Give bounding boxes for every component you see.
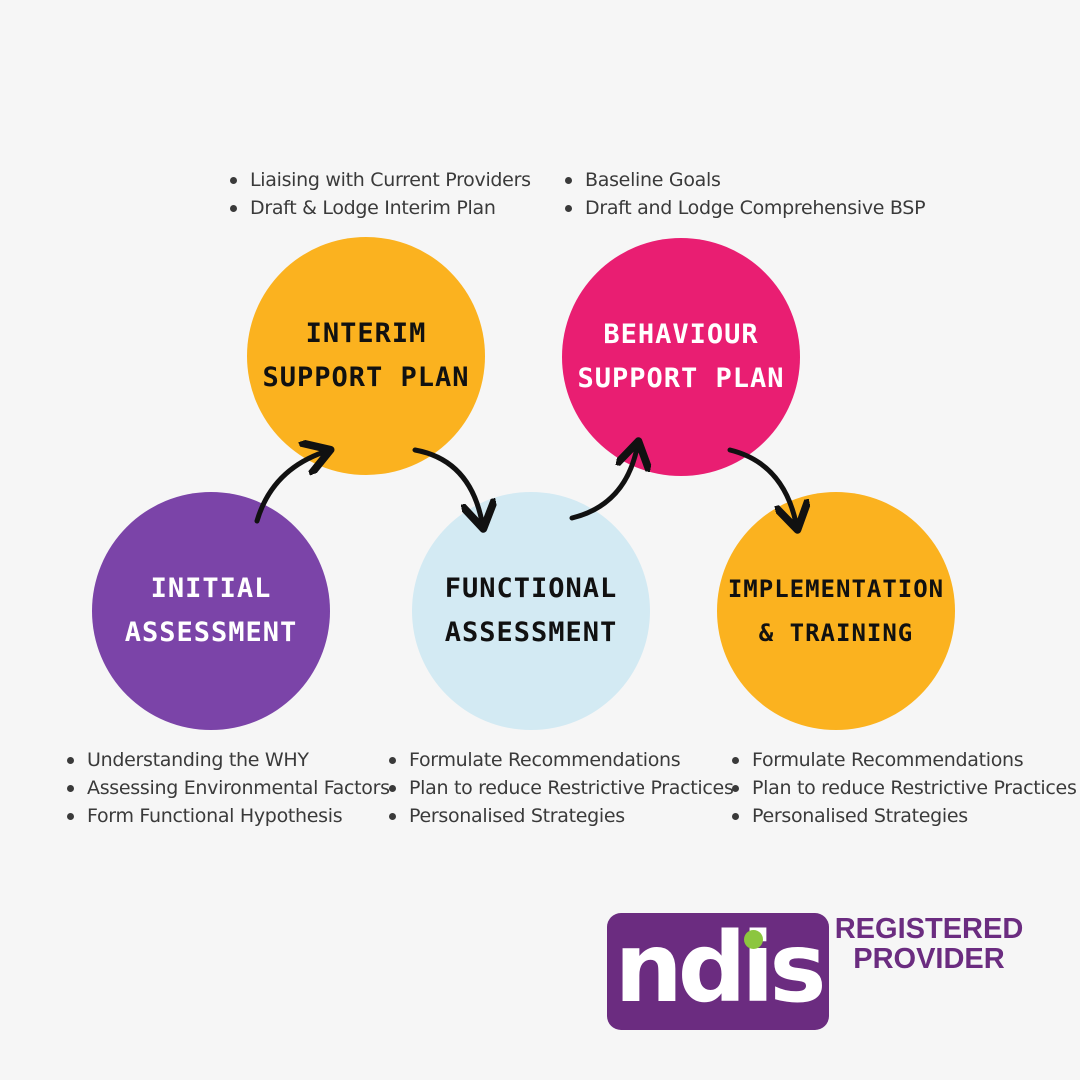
bullet-item: Plan to reduce Restrictive Practices <box>730 774 1077 802</box>
functional-bullets: Formulate Recommendations Plan to reduce… <box>387 746 734 830</box>
registered-provider-label: REGISTERED PROVIDER <box>829 914 1029 974</box>
implementation-training-circle: IMPLEMENTATION & TRAINING <box>717 492 955 730</box>
provider-text: PROVIDER <box>853 943 1005 975</box>
circle-title-line: INITIAL <box>150 573 272 604</box>
interim-support-plan-circle: INTERIM SUPPORT PLAN <box>247 237 485 475</box>
ndis-logo: ndis <box>607 911 829 1030</box>
arrow-interim-to-functional <box>412 447 482 522</box>
bullet-item: Baseline Goals <box>563 166 925 194</box>
circle-title-line: & TRAINING <box>758 619 914 647</box>
registered-text: REGISTERED <box>834 913 1024 945</box>
functional-assessment-circle: FUNCTIONAL ASSESSMENT <box>412 492 650 730</box>
initial-assessment-circle: INITIAL ASSESSMENT <box>92 492 330 730</box>
behaviour-bullets: Baseline Goals Draft and Lodge Comprehen… <box>563 166 926 222</box>
interim-bullets: Liaising with Current Providers Draft & … <box>228 166 531 222</box>
bullet-item: Assessing Environmental Factors <box>65 774 390 802</box>
bullet-item: Formulate Recommendations <box>387 746 734 774</box>
circle-title-line: SUPPORT PLAN <box>262 362 470 393</box>
circle-title-line: ASSESSMENT <box>444 617 618 648</box>
bullet-item: Draft & Lodge Interim Plan <box>228 194 531 222</box>
ndis-logo-word: ndis <box>614 911 826 1024</box>
ndis-logo-dot-icon <box>744 930 763 949</box>
bullet-item: Draft and Lodge Comprehensive BSP <box>563 194 926 222</box>
bullet-item: Personalised Strategies <box>387 802 734 830</box>
implementation-bullets: Formulate Recommendations Plan to reduce… <box>730 746 1077 830</box>
arrow-behaviour-to-implementation <box>727 447 796 523</box>
bullet-item: Liaising with Current Providers <box>228 166 531 194</box>
circle-title-line: FUNCTIONAL <box>444 573 618 604</box>
circle-title-line: ASSESSMENT <box>124 617 298 648</box>
circle-title-line: BEHAVIOUR <box>603 319 759 350</box>
bullet-item: Understanding the WHY <box>65 746 390 774</box>
bullet-item: Formulate Recommendations <box>730 746 1077 774</box>
arrow-initial-to-interim <box>254 452 324 524</box>
bullet-item: Plan to reduce Restrictive Practices <box>387 774 734 802</box>
bullet-item: Form Functional Hypothesis <box>65 802 390 830</box>
bullet-item: Personalised Strategies <box>730 802 1077 830</box>
circle-title-line: SUPPORT PLAN <box>577 363 785 394</box>
arrow-functional-to-behaviour <box>569 448 637 521</box>
initial-bullets: Understanding the WHY Assessing Environm… <box>65 746 390 830</box>
circle-title-line: IMPLEMENTATION <box>727 575 945 603</box>
behaviour-support-plan-circle: BEHAVIOUR SUPPORT PLAN <box>562 238 800 476</box>
circle-title-line: INTERIM <box>305 318 427 349</box>
